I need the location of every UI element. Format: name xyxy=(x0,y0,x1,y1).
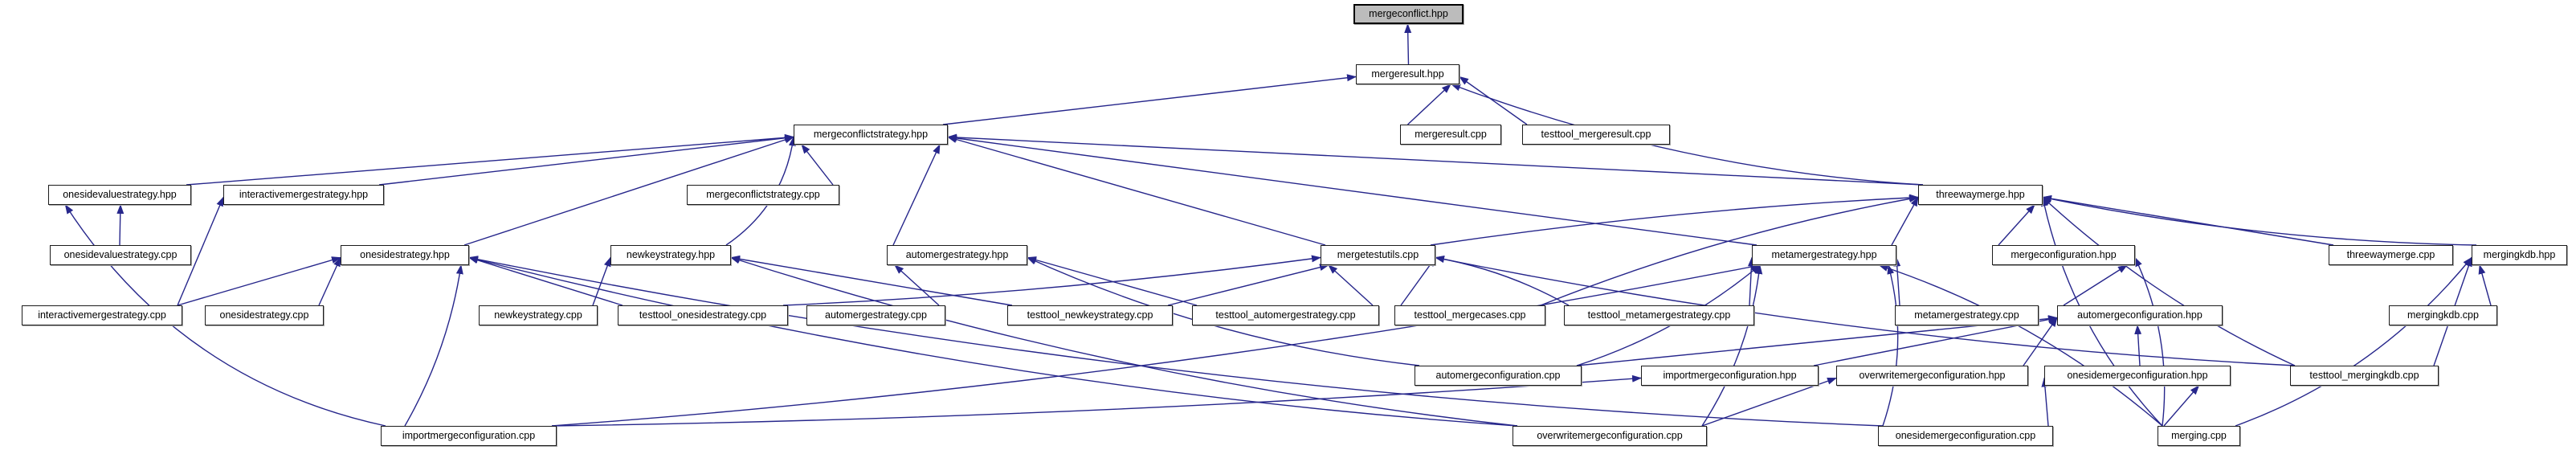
include-edge-newkeystrategy-cpp--newkeystrategy-hpp xyxy=(592,256,611,306)
include-edge-testtool_metamergestrategy-cpp--metamergestrategy-hpp xyxy=(1747,256,1755,306)
include-edge-metamergestrategy-hpp--threewaymerge-hpp xyxy=(1891,196,1919,246)
include-edge-mergingkdb-hpp--threewaymerge-hpp xyxy=(2042,195,2477,246)
include-edge-mergingkdb-cpp--mergingkdb-hpp xyxy=(2478,264,2492,306)
include-edge-mergeconfiguration-hpp--threewaymerge-hpp xyxy=(1998,204,2035,246)
graph-node-importmergeconfiguration-hpp[interactable]: importmergeconfiguration.hpp xyxy=(1641,366,1819,386)
include-edge-testtool_mergingkdb-cpp--mergetestutils-cpp xyxy=(1435,256,2296,366)
include-edge-onesidemergeconfiguration-cpp--onesidestrategy-hpp xyxy=(468,256,1884,427)
include-edge-merging-cpp--metamergestrategy-hpp xyxy=(1878,264,2163,427)
include-edge-importmergeconfiguration-cpp--onesidestrategy-hpp xyxy=(404,264,463,427)
include-edge-automergestrategy-hpp--mergeconflictstrategy-hpp xyxy=(892,144,941,246)
graph-node-mergeresult-cpp[interactable]: mergeresult.cpp xyxy=(1400,125,1501,145)
graph-node-automergestrategy-cpp[interactable]: automergestrategy.cpp xyxy=(806,305,945,325)
include-edge-threewaymerge-hpp--mergeresult-hpp xyxy=(1451,84,1924,186)
graph-node-newkeystrategy-cpp[interactable]: newkeystrategy.cpp xyxy=(479,305,598,325)
include-edge-testtool_onesidestrategy-cpp--mergetestutils-cpp xyxy=(782,255,1321,306)
include-edge-importmergeconfiguration-cpp--metamergestrategy-hpp xyxy=(551,263,1761,427)
include-edge-automergeconfiguration-cpp--automergestrategy-hpp xyxy=(1027,256,1420,366)
include-edge-mergeconflictstrategy-cpp--mergeconflictstrategy-hpp xyxy=(801,144,834,186)
include-edge-overwritemergeconfiguration-cpp--overwritemergeconfiguration-hpp xyxy=(1701,377,1837,427)
graph-node-mergingkdb-hpp[interactable]: mergingkdb.hpp xyxy=(2472,245,2567,265)
include-edge-importmergeconfiguration-cpp--importmergeconfiguration-hpp xyxy=(551,374,1642,427)
graph-node-testtool_automergestrategy-cpp[interactable]: testtool_automergestrategy.cpp xyxy=(1192,305,1379,325)
graph-node-automergestrategy-hpp[interactable]: automergestrategy.hpp xyxy=(887,245,1027,265)
graph-node-testtool_metamergestrategy-cpp[interactable]: testtool_metamergestrategy.cpp xyxy=(1564,305,1754,325)
include-edge-testtool_mergingkdb-cpp--threewaymerge-hpp xyxy=(2042,196,2296,366)
include-edge-metamergestrategy-cpp--metamergestrategy-hpp xyxy=(1893,256,1901,306)
include-edge-onesidemergeconfiguration-cpp--metamergestrategy-hpp xyxy=(1882,264,1899,427)
include-edge-testtool_newkeystrategy-cpp--newkeystrategy-hpp xyxy=(730,255,1013,306)
graph-node-mergeconfiguration-hpp[interactable]: mergeconfiguration.hpp xyxy=(1992,245,2135,265)
graph-node-metamergestrategy-cpp[interactable]: metamergestrategy.cpp xyxy=(1895,305,2039,325)
include-edge-testtool_automergestrategy-cpp--mergetestutils-cpp xyxy=(1328,264,1374,306)
include-edge-threewaymerge-cpp--threewaymerge-hpp xyxy=(2042,194,2334,246)
graph-node-testtool_mergeresult-cpp[interactable]: testtool_mergeresult.cpp xyxy=(1522,125,1670,145)
graph-node-onesidemergeconfiguration-cpp[interactable]: onesidemergeconfiguration.cpp xyxy=(1878,426,2053,446)
graph-node-interactivemergestrategy-cpp[interactable]: interactivemergestrategy.cpp xyxy=(22,305,182,325)
graph-node-onesidestrategy-hpp[interactable]: onesidestrategy.hpp xyxy=(341,245,469,265)
include-edge-overwritemergeconfiguration-hpp--automergeconfiguration-hpp xyxy=(2023,317,2058,366)
graph-node-threewaymerge-cpp[interactable]: threewaymerge.cpp xyxy=(2329,245,2453,265)
graph-node-interactivemergestrategy-hpp[interactable]: interactivemergestrategy.hpp xyxy=(223,185,384,205)
include-edge-mergeconflictstrategy-hpp--mergeresult-hpp xyxy=(942,74,1357,125)
graph-node-overwritemergeconfiguration-cpp[interactable]: overwritemergeconfiguration.cpp xyxy=(1513,426,1707,446)
graph-node-onesidevaluestrategy-cpp[interactable]: onesidevaluestrategy.cpp xyxy=(50,245,191,265)
include-edge-onesidemergeconfiguration-hpp--automergeconfiguration-hpp xyxy=(2134,325,2142,366)
include-edge-mergetestutils-cpp--threewaymerge-hpp xyxy=(1430,194,1919,246)
graph-node-newkeystrategy-hpp[interactable]: newkeystrategy.hpp xyxy=(610,245,731,265)
graph-node-merging-cpp[interactable]: merging.cpp xyxy=(2158,426,2240,446)
graph-node-automergeconfiguration-hpp[interactable]: automergeconfiguration.hpp xyxy=(2057,305,2223,325)
include-edge-threewaymerge-hpp--mergeconflictstrategy-hpp xyxy=(947,133,1924,186)
include-edge-testtool_newkeystrategy-cpp--mergetestutils-cpp xyxy=(1167,264,1329,306)
include-edge-mergetestutils-cpp--mergeconflictstrategy-hpp xyxy=(947,136,1326,246)
graph-node-testtool_mergingkdb-cpp[interactable]: testtool_mergingkdb.cpp xyxy=(2290,366,2439,386)
graph-node-mergingkdb-cpp[interactable]: mergingkdb.cpp xyxy=(2389,305,2497,325)
graph-node-automergeconfiguration-cpp[interactable]: automergeconfiguration.cpp xyxy=(1415,366,1582,386)
include-edge-merging-cpp--onesidemergeconfiguration-hpp xyxy=(2163,385,2200,427)
include-edge-testtool_mergecases-cpp--threewaymerge-hpp xyxy=(1540,195,1919,306)
graph-node-importmergeconfiguration-cpp[interactable]: importmergeconfiguration.cpp xyxy=(381,426,557,446)
include-edge-interactivemergestrategy-hpp--mergeconflictstrategy-hpp xyxy=(378,134,794,186)
graph-node-mergeresult-hpp[interactable]: mergeresult.hpp xyxy=(1356,64,1459,84)
include-edge-overwritemergeconfiguration-cpp--newkeystrategy-hpp xyxy=(730,256,1518,427)
graph-node-mergeconflict-hpp[interactable]: mergeconflict.hpp xyxy=(1353,4,1464,24)
graph-node-testtool_newkeystrategy-cpp[interactable]: testtool_newkeystrategy.cpp xyxy=(1007,305,1173,325)
include-edge-testtool_mergeresult-cpp--mergeresult-hpp xyxy=(1459,76,1528,125)
include-edge-merging-cpp--mergeconfiguration-hpp xyxy=(2134,256,2166,427)
include-edge-metamergestrategy-hpp--mergeconflictstrategy-hpp xyxy=(947,134,1757,246)
graph-node-testtool_onesidestrategy-cpp[interactable]: testtool_onesidestrategy.cpp xyxy=(618,305,788,325)
include-edge-testtool_onesidestrategy-cpp--onesidestrategy-hpp xyxy=(468,256,623,306)
include-edge-automergeconfiguration-hpp--mergeconfiguration-hpp xyxy=(2063,264,2128,306)
include-edge-onesidestrategy-hpp--mergeconflictstrategy-hpp xyxy=(463,136,794,246)
graph-node-mergetestutils-cpp[interactable]: mergetestutils.cpp xyxy=(1321,245,1435,265)
graph-node-testtool_mergecases-cpp[interactable]: testtool_mergecases.cpp xyxy=(1394,305,1545,325)
include-edge-automergestrategy-cpp--automergestrategy-hpp xyxy=(894,264,940,306)
include-edge-onesidevaluestrategy-hpp--mergeconflictstrategy-hpp xyxy=(186,133,794,186)
include-edge-overwritemergeconfiguration-cpp--onesidestrategy-hpp xyxy=(468,256,1518,427)
include-edge-onesidestrategy-cpp--onesidestrategy-hpp xyxy=(318,256,341,306)
graph-node-onesidevaluestrategy-hpp[interactable]: onesidevaluestrategy.hpp xyxy=(48,185,191,205)
graph-node-overwritemergeconfiguration-hpp[interactable]: overwritemergeconfiguration.hpp xyxy=(1836,366,2028,386)
include-edge-interactivemergestrategy-cpp--onesidestrategy-hpp xyxy=(177,256,341,306)
include-edge-interactivemergestrategy-cpp--interactivemergestrategy-hpp xyxy=(177,196,224,306)
include-edge-testtool_metamergestrategy-cpp--mergetestutils-cpp xyxy=(1435,255,1570,306)
graph-node-metamergestrategy-hpp[interactable]: metamergestrategy.hpp xyxy=(1752,245,1896,265)
include-edge-mergeresult-cpp--mergeresult-hpp xyxy=(1407,84,1451,125)
graph-node-mergeconflictstrategy-cpp[interactable]: mergeconflictstrategy.cpp xyxy=(687,185,839,205)
include-edge-mergeresult-hpp--mergeconflict-hpp xyxy=(1404,23,1412,65)
include-edge-merging-cpp--mergingkdb-hpp xyxy=(2235,256,2472,427)
graph-node-mergeconflictstrategy-hpp[interactable]: mergeconflictstrategy.hpp xyxy=(794,125,948,145)
graph-node-onesidemergeconfiguration-hpp[interactable]: onesidemergeconfiguration.hpp xyxy=(2044,366,2231,386)
graph-node-threewaymerge-hpp[interactable]: threewaymerge.hpp xyxy=(1918,185,2043,205)
include-edge-overwritemergeconfiguration-cpp--metamergestrategy-hpp xyxy=(1701,264,1763,427)
graph-node-onesidestrategy-cpp[interactable]: onesidestrategy.cpp xyxy=(205,305,324,325)
